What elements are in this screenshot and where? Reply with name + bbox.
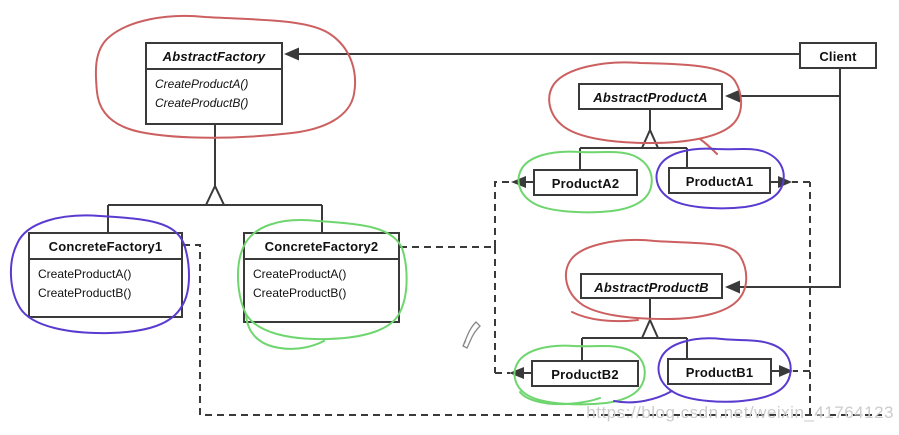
class-methods-concretefactory1: CreateProductA() CreateProductB() bbox=[30, 258, 181, 316]
arrowhead-producta2 bbox=[511, 176, 526, 188]
class-concretefactory2: ConcreteFactory2 CreateProductA() Create… bbox=[243, 232, 400, 323]
class-title-producta2: ProductA2 bbox=[551, 175, 620, 191]
watermark: https://blog.csdn.net/weixin_41764123 bbox=[586, 403, 894, 422]
class-abstractproducta: AbstractProductA bbox=[578, 83, 723, 110]
class-methods-abstractfactory: CreateProductA() CreateProductB() bbox=[147, 68, 281, 123]
edge-dashed-concretefactory2-products bbox=[400, 181, 512, 374]
edge-producta-inheritance-branches bbox=[579, 147, 688, 169]
class-productb1: ProductB1 bbox=[667, 358, 772, 385]
class-producta2: ProductA2 bbox=[533, 169, 638, 196]
edge-dashed-stubs-right bbox=[771, 181, 779, 372]
inheritance-triangle-productb bbox=[640, 317, 660, 339]
class-title-producta1: ProductA1 bbox=[685, 173, 754, 189]
class-client: Client bbox=[799, 42, 877, 69]
method-createproductb: CreateProductB() bbox=[155, 96, 249, 110]
method-createproducta: CreateProductA() bbox=[38, 267, 132, 281]
class-methods-concretefactory2: CreateProductA() CreateProductB() bbox=[245, 258, 398, 321]
method-createproductb: CreateProductB() bbox=[38, 286, 132, 300]
class-title-abstractproductb: AbstractProductB bbox=[594, 279, 709, 295]
class-title-client: Client bbox=[819, 48, 857, 64]
class-productb2: ProductB2 bbox=[531, 360, 639, 387]
arrowhead-productb2 bbox=[509, 367, 524, 379]
class-title-productb2: ProductB2 bbox=[551, 366, 619, 382]
method-createproducta: CreateProductA() bbox=[253, 267, 347, 281]
class-title-abstractproducta: AbstractProductA bbox=[593, 89, 708, 105]
inheritance-triangle-factory bbox=[204, 183, 226, 206]
edge-dashed-stubs-left bbox=[524, 181, 533, 374]
edge-productb-inheritance-branches bbox=[581, 337, 688, 360]
class-concretefactory1: ConcreteFactory1 CreateProductA() Create… bbox=[28, 232, 183, 318]
arrowhead-into-abstractfactory bbox=[284, 47, 299, 61]
class-abstractproductb: AbstractProductB bbox=[580, 273, 723, 299]
method-createproducta: CreateProductA() bbox=[155, 77, 249, 91]
class-producta1: ProductA1 bbox=[668, 167, 771, 194]
arrowhead-producta1 bbox=[778, 176, 792, 188]
method-createproductb: CreateProductB() bbox=[253, 286, 347, 300]
arrowhead-into-abstractproducta bbox=[725, 89, 740, 103]
class-title-concretefactory1: ConcreteFactory1 bbox=[48, 238, 163, 254]
class-abstractfactory: AbstractFactory CreateProductA() CreateP… bbox=[145, 42, 283, 125]
arrowhead-productb1 bbox=[779, 365, 793, 377]
arrowhead-into-abstractproductb bbox=[725, 280, 740, 294]
inheritance-triangle-producta bbox=[640, 127, 660, 149]
edge-client-abstractproductb bbox=[734, 68, 841, 288]
edge-dashed-concretefactory1-products bbox=[183, 181, 882, 416]
class-title-concretefactory2: ConcreteFactory2 bbox=[264, 238, 379, 254]
class-title-abstractfactory: AbstractFactory bbox=[162, 48, 266, 64]
class-title-productb1: ProductB1 bbox=[685, 364, 754, 380]
edge-factory-inheritance-branches bbox=[107, 204, 323, 232]
